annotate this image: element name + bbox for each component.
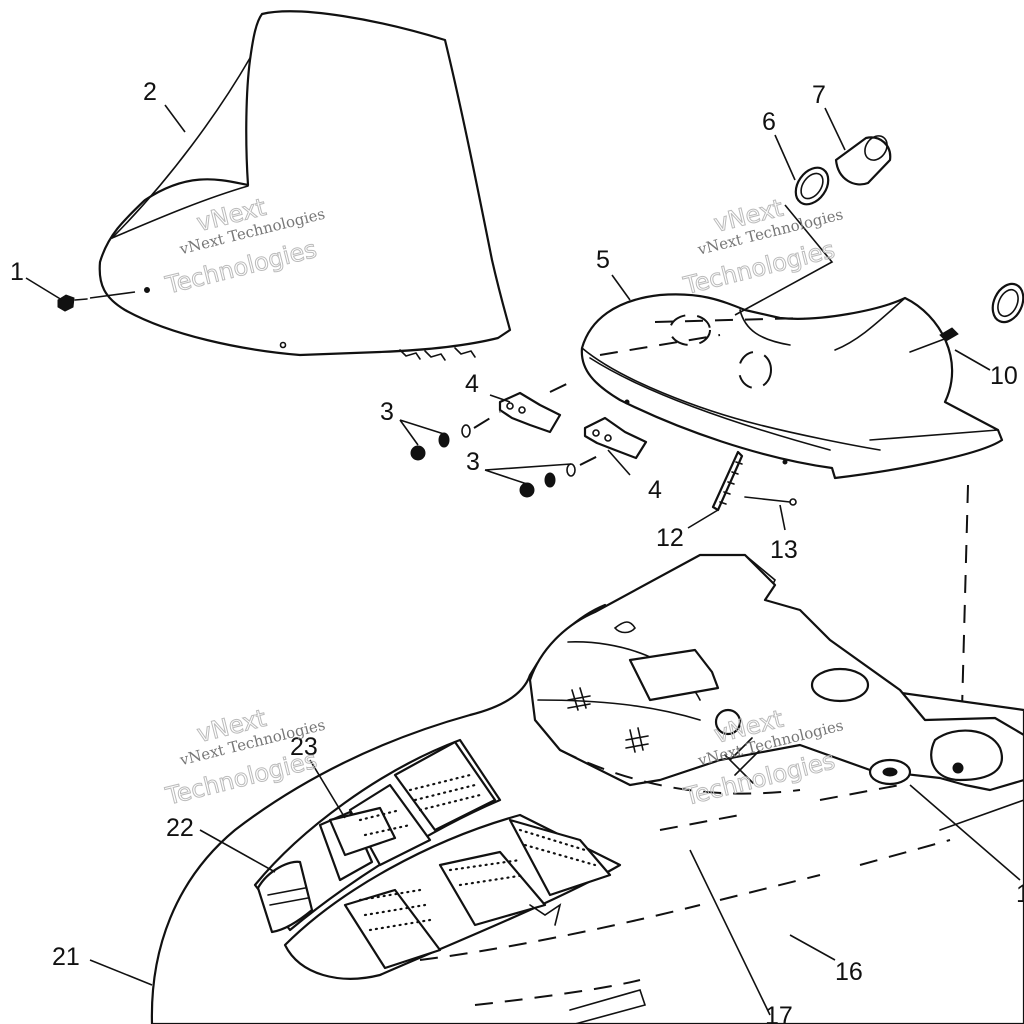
callout-23: 23 — [290, 733, 318, 761]
callout-5: 5 — [596, 246, 610, 274]
fastener-set-lower — [519, 454, 601, 498]
callout-3-lower: 3 — [466, 448, 480, 476]
windshield-part — [98, 10, 512, 361]
callout-10: 10 — [990, 362, 1018, 390]
callout-2: 2 — [143, 78, 157, 106]
pin-part — [744, 496, 797, 506]
callout-7: 7 — [812, 81, 826, 109]
bolt-10-part — [909, 327, 959, 353]
vent-assembly-part — [253, 738, 622, 980]
hood-body-part — [150, 553, 1024, 1024]
bracket-lower-part — [583, 416, 648, 460]
callout-6: 6 — [762, 108, 776, 136]
headlight-pod-part — [580, 293, 1004, 480]
callout-1: 1 — [10, 258, 24, 286]
leader-lines — [25, 104, 1021, 1016]
callout-17: 17 — [765, 1002, 793, 1024]
callout-21: 21 — [52, 943, 80, 971]
bulb-part — [834, 135, 892, 186]
watermark-top-right: vNext vNext Technologies Technologies — [680, 193, 845, 300]
callout-4-lower: 4 — [648, 476, 662, 504]
bracket-upper-part — [498, 391, 562, 434]
fastener-set-upper — [410, 379, 576, 461]
callout-3-upper: 3 — [380, 398, 394, 426]
callout-labels: 2 1 3 3 4 4 5 6 7 10 12 13 16 17 1 21 22… — [10, 78, 1024, 1024]
cable-part — [711, 450, 744, 512]
callout-22: 22 — [166, 814, 194, 842]
screw-part — [57, 291, 136, 312]
ring-right-part — [991, 282, 1024, 324]
callout-12: 12 — [656, 524, 684, 552]
callout-13: 13 — [770, 536, 798, 564]
alignment-line — [961, 484, 969, 711]
callout-4-upper: 4 — [465, 370, 479, 398]
callout-1-right: 1 — [1016, 880, 1024, 908]
bulb-ring-part — [794, 166, 830, 206]
callout-16: 16 — [835, 958, 863, 986]
bulb-leader — [734, 204, 834, 316]
